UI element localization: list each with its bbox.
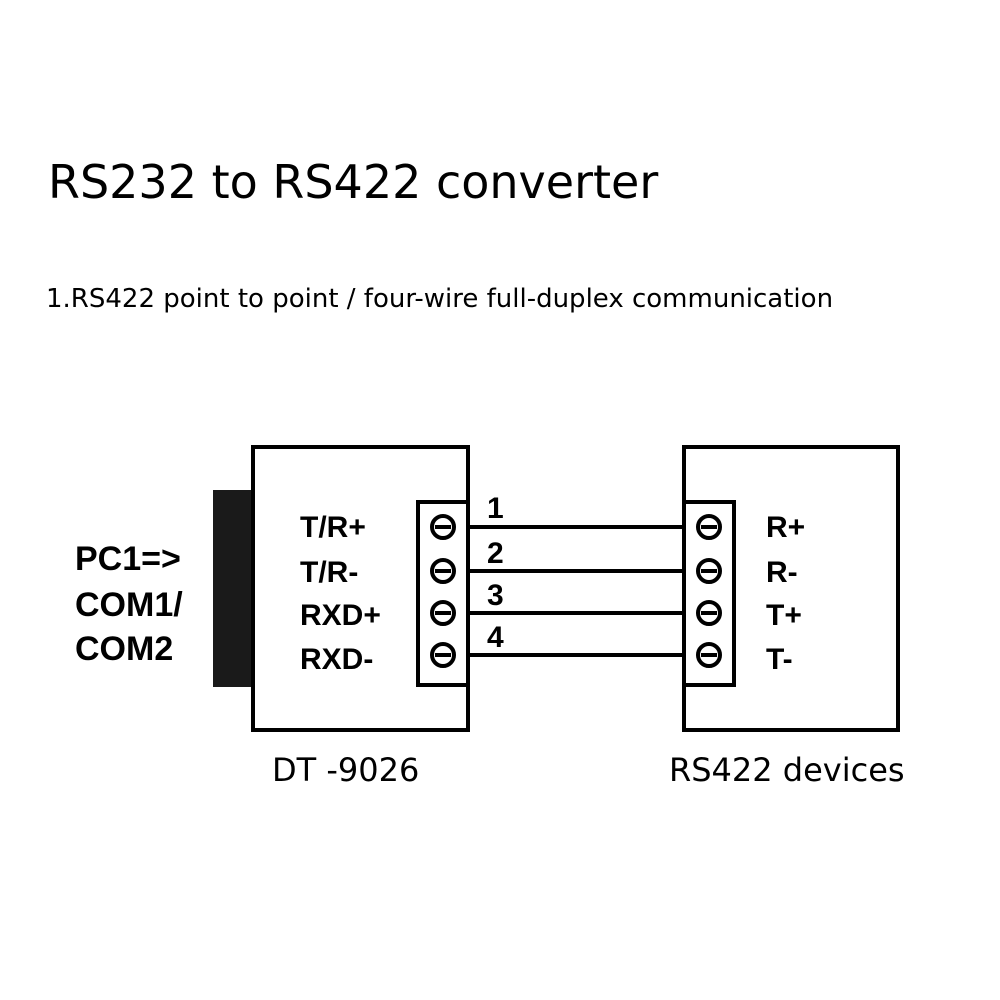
- diagram-subtitle: 1.RS422 point to point / four-wire full-…: [46, 284, 834, 314]
- converter-screw-3: [430, 600, 456, 626]
- device-pin-label-2: R-: [766, 556, 798, 589]
- device-screw-4: [696, 642, 722, 668]
- device-pin-label-4: T-: [766, 643, 793, 676]
- device-pin-label-3: T+: [766, 599, 802, 632]
- pc-label-line-2: COM1/: [75, 586, 183, 624]
- converter-pin-label-3: RXD+: [300, 599, 381, 632]
- converter-pin-label-2: T/R-: [300, 556, 358, 589]
- converter-pin-label-4: RXD-: [300, 643, 373, 676]
- device-screw-2: [696, 558, 722, 584]
- diagram-title: RS232 to RS422 converter: [48, 155, 659, 209]
- converter-caption: DT -9026: [272, 751, 419, 789]
- wire-number-3: 3: [487, 579, 504, 612]
- pc-label-line-3: COM2: [75, 630, 173, 668]
- device-screw-3: [696, 600, 722, 626]
- device-terminal-block: [682, 500, 736, 687]
- wire-number-2: 2: [487, 537, 504, 570]
- pc-label-line-1: PC1=>: [75, 540, 181, 578]
- device-screw-1: [696, 514, 722, 540]
- wire-number-4: 4: [487, 621, 504, 654]
- converter-screw-1: [430, 514, 456, 540]
- device-pin-label-1: R+: [766, 511, 805, 544]
- device-caption: RS422 devices: [669, 751, 905, 789]
- converter-terminal-block: [416, 500, 470, 687]
- converter-screw-4: [430, 642, 456, 668]
- converter-pin-label-1: T/R+: [300, 511, 366, 544]
- wire-number-1: 1: [487, 492, 504, 525]
- converter-screw-2: [430, 558, 456, 584]
- db9-connector: [213, 490, 253, 687]
